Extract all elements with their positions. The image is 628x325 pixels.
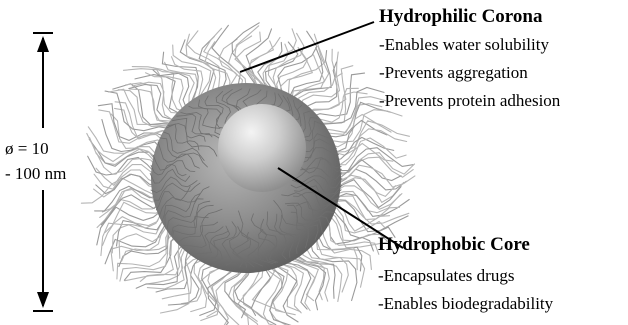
corona-item-2: -Prevents aggregation	[379, 64, 528, 81]
corona-title: Hydrophilic Corona	[379, 7, 542, 26]
drug-sphere	[218, 104, 306, 192]
core-title: Hydrophobic Core	[378, 235, 530, 254]
core-item-2: -Enables biodegradability	[378, 295, 553, 312]
corona-leader-line	[240, 22, 374, 72]
corona-item-1: -Enables water solubility	[379, 36, 549, 53]
core-item-1: -Encapsulates drugs	[378, 267, 514, 284]
corona-item-3: -Prevents protein adhesion	[379, 92, 628, 109]
diameter-label-line2: - 100 nm	[5, 165, 66, 182]
diameter-label-line1: ø = 10	[5, 140, 49, 157]
